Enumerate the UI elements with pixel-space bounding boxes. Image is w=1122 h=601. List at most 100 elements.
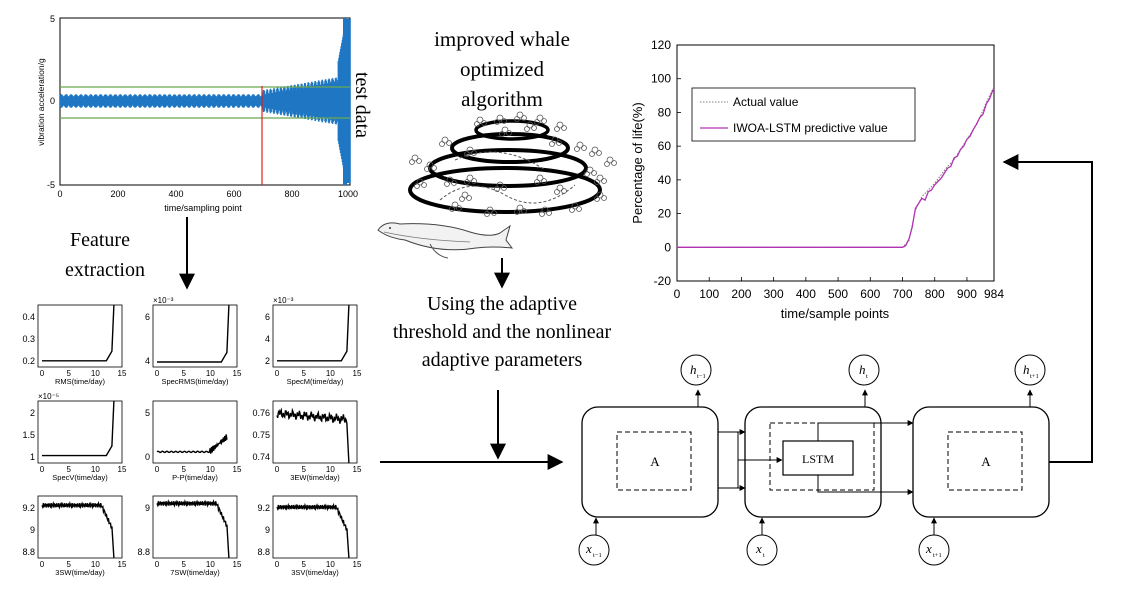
- feature-y-tick: 4: [265, 334, 270, 344]
- lstm-unit-box: [782, 440, 854, 476]
- y-tick-label: 0: [664, 240, 671, 254]
- feature-x-tick: 15: [233, 465, 242, 474]
- feature-xlabel: 7SW(time/day): [170, 568, 220, 577]
- feature-y-tick: 0.76: [252, 408, 270, 418]
- cell-prev-label: A: [650, 454, 660, 469]
- feature-x-tick: 5: [301, 560, 306, 569]
- lstm-unit-label: LSTM: [802, 452, 834, 466]
- feature-xlabel: P-P(time/day): [172, 473, 218, 482]
- h-next-subscript: t+1: [1030, 373, 1039, 380]
- y-tick-label: 5: [50, 14, 55, 24]
- x-tick-label: 1000: [338, 189, 358, 199]
- feature-x-tick: 0: [275, 465, 280, 474]
- y-tick-label: 0: [50, 96, 55, 106]
- feature-x-tick: 5: [66, 465, 71, 474]
- feature-curve: [156, 434, 228, 454]
- feature-x-tick: 5: [181, 465, 186, 474]
- feature-x-tick: 10: [326, 560, 335, 569]
- vibration-signal: [59, 18, 351, 185]
- chart-ylabel: Percentage of life(%): [630, 102, 645, 223]
- feature-y-tick: 9.2: [22, 503, 35, 513]
- x-current-symbol: x: [755, 541, 762, 556]
- feature-x-tick: 15: [233, 560, 242, 569]
- feature-x-tick: 10: [326, 465, 335, 474]
- test-data-panel: 5 0 -5 0 200 400 600 800 1000 time/sampl…: [36, 14, 373, 213]
- feature-xlabel: 3SV(time/day): [291, 568, 339, 577]
- feature-curve: [42, 400, 115, 457]
- feature-x-tick: 15: [353, 369, 362, 378]
- whale-caption-line-2: threshold and the nonlinear: [393, 321, 612, 343]
- feature-y-tick: 2: [30, 408, 35, 418]
- x-tick-label: 400: [168, 189, 183, 199]
- bubble-net-spiral-illustration: [408, 111, 617, 217]
- feature-x-tick: 10: [326, 369, 335, 378]
- y-tick-label: 60: [658, 139, 672, 153]
- x-tick-label: 700: [892, 287, 912, 301]
- y-tick-label: 120: [651, 38, 671, 52]
- feature-x-tick: 15: [353, 465, 362, 474]
- feature-y-tick: 5: [145, 408, 150, 418]
- whale-caption-line-3: adaptive parameters: [422, 349, 583, 371]
- feature-xlabel: SpecRMS(time/day): [161, 377, 229, 386]
- x-current-subscript: t: [763, 552, 765, 559]
- x-next-symbol: x: [925, 541, 932, 556]
- legend-label-actual: Actual value: [733, 95, 799, 109]
- feature-y-tick: 6: [145, 312, 150, 322]
- feature-curve: [157, 304, 230, 363]
- feature-x-tick: 5: [301, 465, 306, 474]
- feature-y-tick: 9: [30, 525, 35, 535]
- x-tick-label: 800: [284, 189, 299, 199]
- feature-multiplier: ×10⁻³: [273, 296, 294, 305]
- x-tick-label: 100: [699, 287, 719, 301]
- feature-y-tick: 1: [30, 452, 35, 462]
- whale-title-line-3: algorithm: [461, 87, 543, 111]
- feature-y-tick: 8.8: [22, 547, 35, 557]
- h-current-symbol: h: [859, 362, 866, 377]
- feature-y-tick: 0.4: [22, 312, 35, 322]
- whale-caption-line-1: Using the adaptive: [427, 293, 577, 315]
- x-tick-label: 800: [925, 287, 945, 301]
- feature-y-tick: 8.8: [257, 547, 270, 557]
- feature-x-tick: 15: [118, 465, 127, 474]
- feature-x-tick: 5: [181, 560, 186, 569]
- y-tick-label: 100: [651, 72, 671, 86]
- feature-x-tick: 15: [353, 560, 362, 569]
- feature-x-tick: 10: [206, 560, 215, 569]
- x-prev-subscript: t−1: [593, 552, 602, 559]
- feature-x-tick: 5: [181, 369, 186, 378]
- feature-x-tick: 10: [206, 465, 215, 474]
- legend-label-predicted: IWOA-LSTM predictive value: [733, 121, 888, 135]
- feature-x-tick: 0: [40, 369, 45, 378]
- feature-x-tick: 0: [40, 465, 45, 474]
- legend-box: [691, 87, 916, 142]
- feature-multiplier: ×10⁻³: [153, 296, 174, 305]
- feature-x-tick: 0: [275, 560, 280, 569]
- feature-xlabel: RMS(time/day): [55, 377, 106, 386]
- y-tick-label: -20: [654, 274, 672, 288]
- x-tick-label: 900: [957, 287, 977, 301]
- feature-x-tick: 0: [155, 465, 160, 474]
- feature-x-tick: 10: [91, 560, 100, 569]
- feature-y-tick: 0.74: [252, 452, 270, 462]
- test-data-x-ticks: 0 200 400 600 800 1000: [57, 189, 358, 199]
- h-prev-subscript: t−1: [697, 373, 706, 380]
- whale-panel: improved whale optimized algorithm Using…: [377, 27, 617, 460]
- feature-curve: [42, 304, 115, 362]
- x-tick-label: 0: [674, 287, 681, 301]
- arrow-lstm-to-chart: [1002, 154, 1093, 463]
- x-next-subscript: t+1: [933, 552, 942, 559]
- feature-x-tick: 10: [91, 369, 100, 378]
- x-tick-label: 200: [731, 287, 751, 301]
- feature-y-tick: 9: [145, 503, 150, 513]
- feature-y-tick: 4: [145, 356, 150, 366]
- chart-plot-area: [676, 44, 995, 282]
- feature-x-tick: 15: [118, 369, 127, 378]
